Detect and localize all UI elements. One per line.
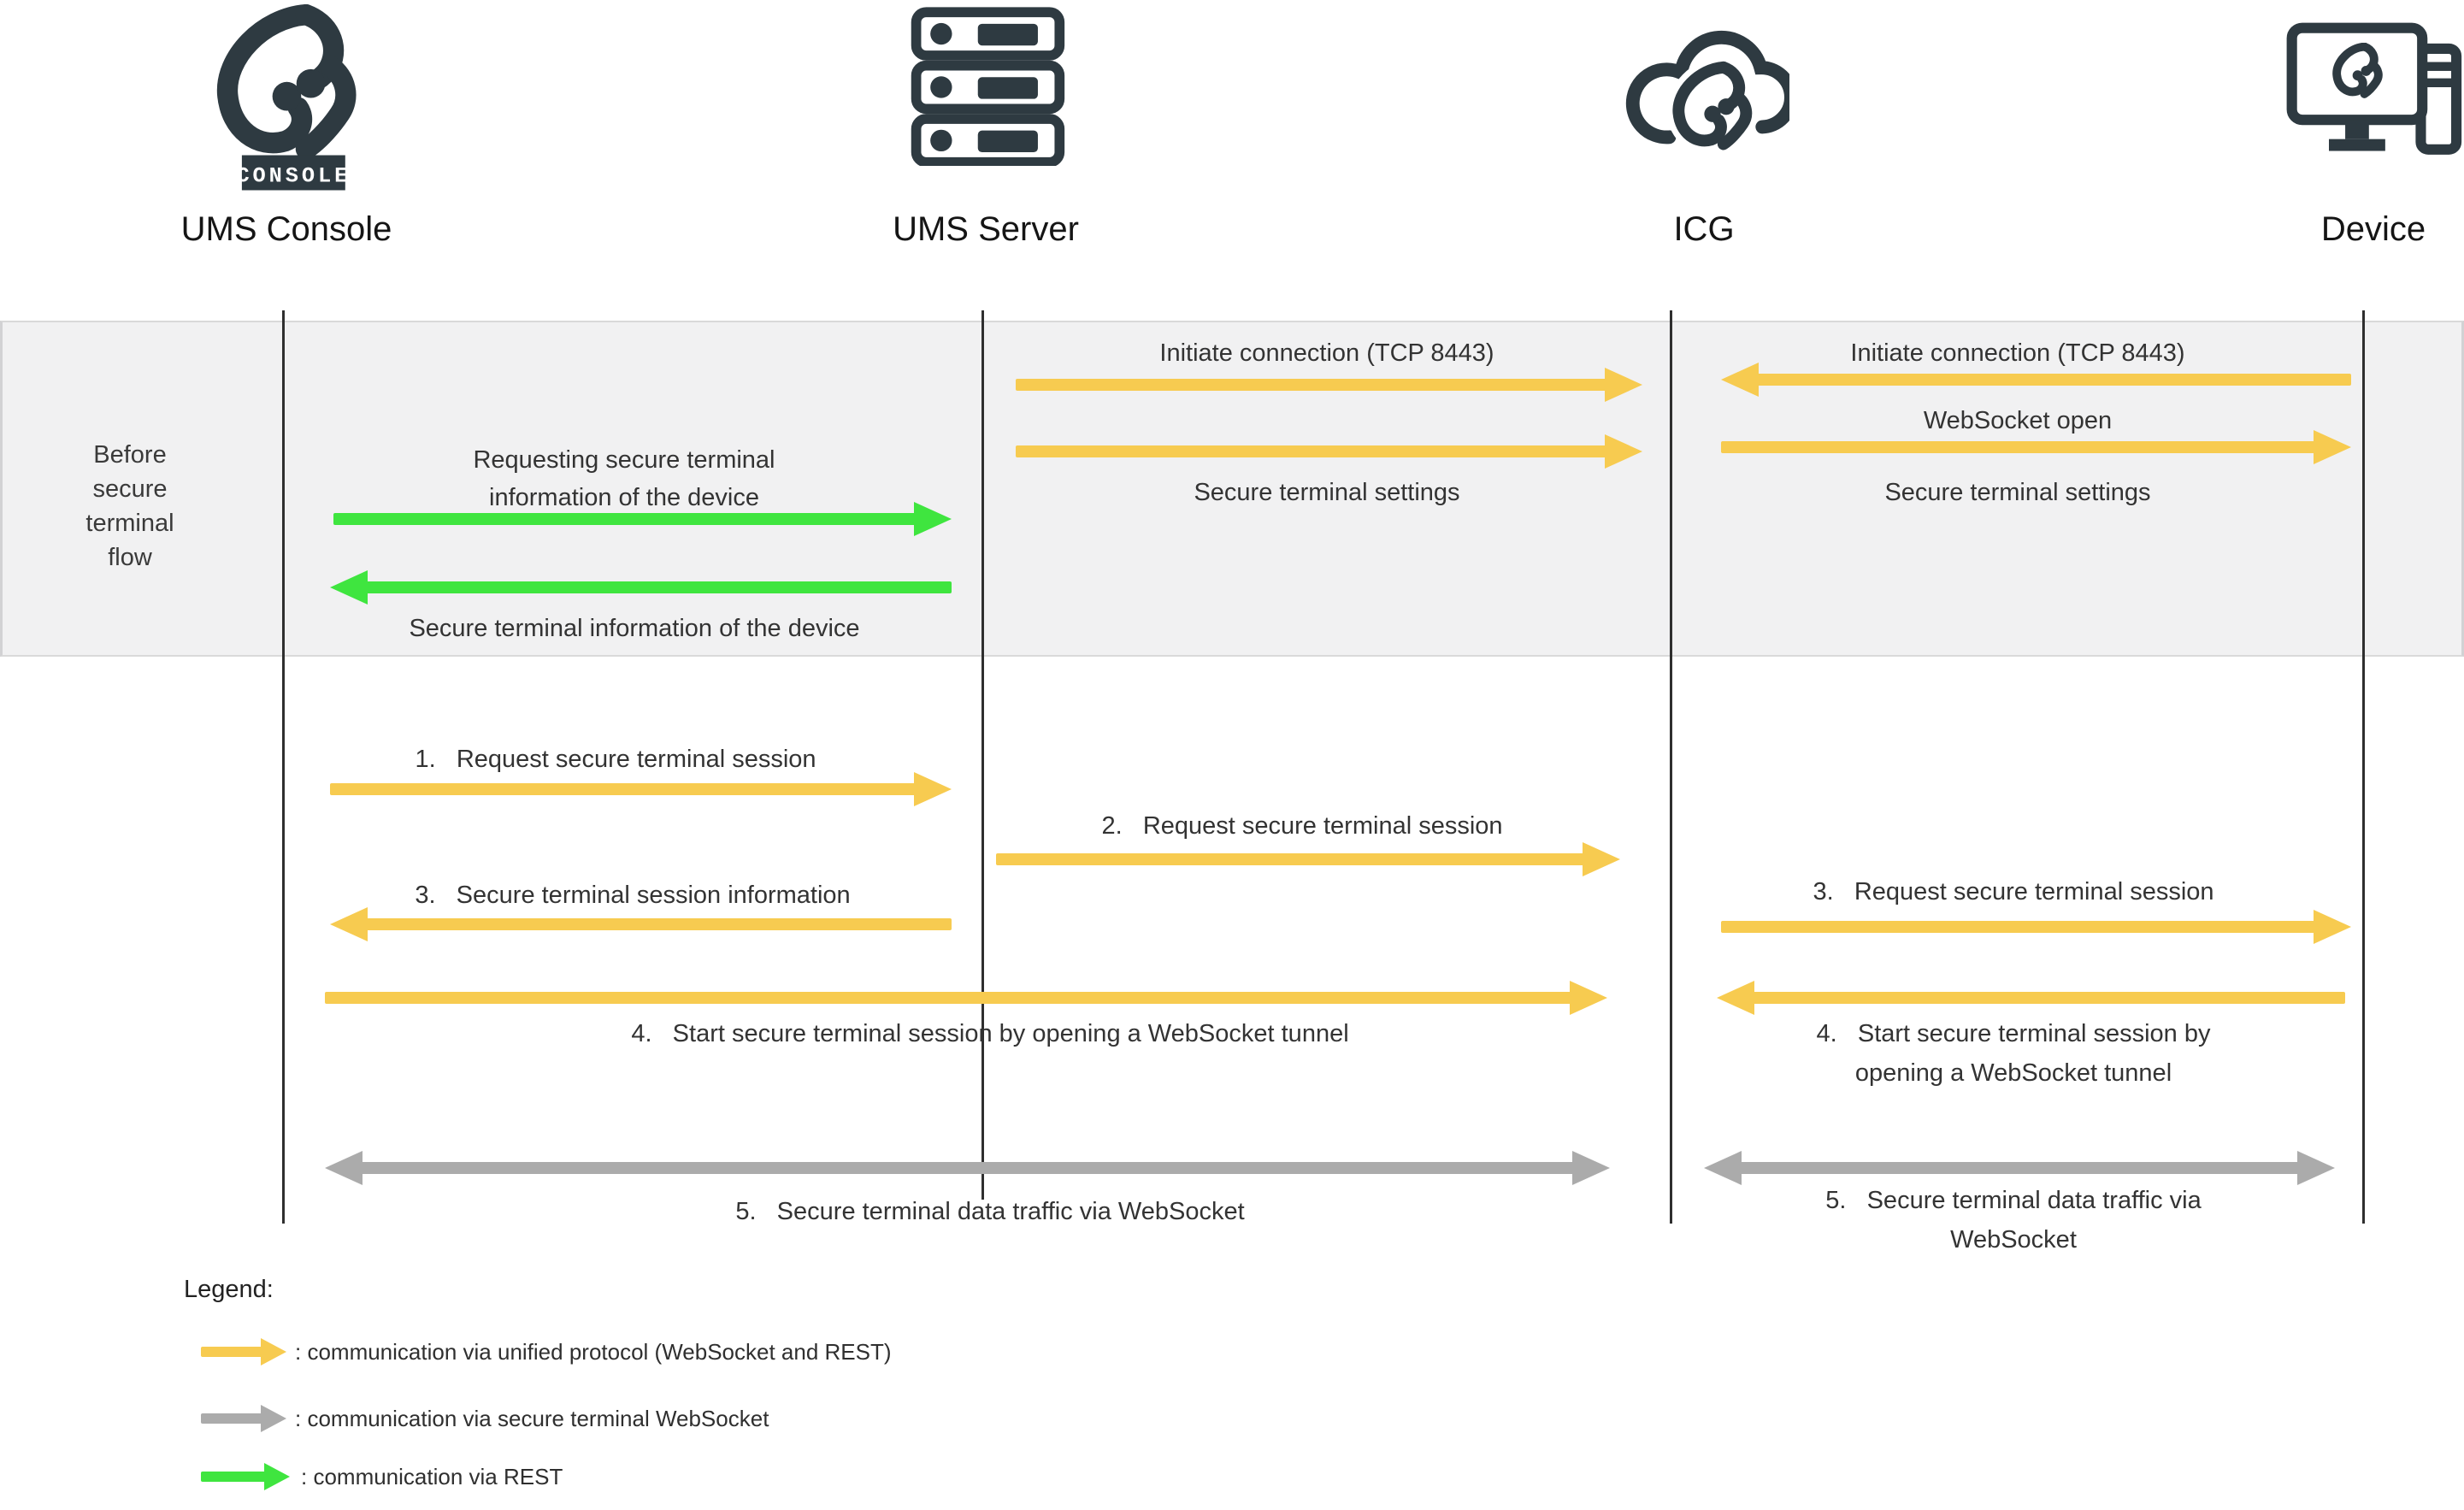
- server-stack-icon: [911, 7, 1065, 166]
- lifeline-ums-console: [282, 310, 285, 1224]
- msg-step1: 1. Request secure terminal session: [415, 746, 816, 773]
- msg-step3-left: 3. Secure terminal session information: [415, 882, 851, 909]
- lifeline-ums-server: [981, 310, 984, 1200]
- legend-item-secure-terminal-websocket: : communication via secure terminal WebS…: [295, 1406, 769, 1431]
- lifeline-icg: [1670, 310, 1672, 1224]
- msg-step5-long: 5. Secure terminal data traffic via WebS…: [735, 1198, 1245, 1225]
- msg-before-left-response: Secure terminal information of the devic…: [409, 615, 860, 642]
- actor-label-ums-console: UMS Console: [180, 210, 392, 248]
- msg-before-mid-settings: Secure terminal settings: [1194, 479, 1460, 506]
- msg-before-right-websocket: WebSocket open: [1923, 407, 2113, 434]
- msg-step4-long: 4. Start secure terminal session by open…: [631, 1020, 1349, 1047]
- msg-before-right-initiate: Initiate connection (TCP 8443): [1850, 339, 2185, 367]
- actor-label-ums-server: UMS Server: [893, 210, 1079, 248]
- legend-item-unified-protocol: : communication via unified protocol (We…: [295, 1339, 892, 1365]
- msg-step2: 2. Request secure terminal session: [1101, 812, 1503, 840]
- ums-console-icon: CONSOLE: [227, 14, 351, 191]
- msg-step5-right: 5. Secure terminal data traffic via WebS…: [1825, 1187, 2208, 1253]
- msg-step4-right: 4. Start secure terminal session by open…: [1816, 1020, 2218, 1087]
- msg-before-mid-initiate: Initiate connection (TCP 8443): [1159, 339, 1494, 367]
- msg-before-left-request: Requesting secure terminal information o…: [473, 446, 782, 511]
- device-icon: [2286, 22, 2462, 155]
- lifeline-device: [2362, 310, 2365, 1224]
- actor-label-icg: ICG: [1673, 210, 1735, 248]
- legend-item-rest: : communication via REST: [301, 1464, 563, 1489]
- icg-cloud-icon: [1625, 30, 1789, 145]
- legend-title: Legend:: [184, 1276, 274, 1303]
- svg-text:CONSOLE: CONSOLE: [236, 164, 351, 189]
- actor-label-device: Device: [2320, 210, 2426, 248]
- msg-step3-right: 3. Request secure terminal session: [1813, 878, 2214, 905]
- band-label: Before secure terminal flow: [85, 441, 174, 571]
- msg-before-right-settings: Secure terminal settings: [1884, 479, 2151, 506]
